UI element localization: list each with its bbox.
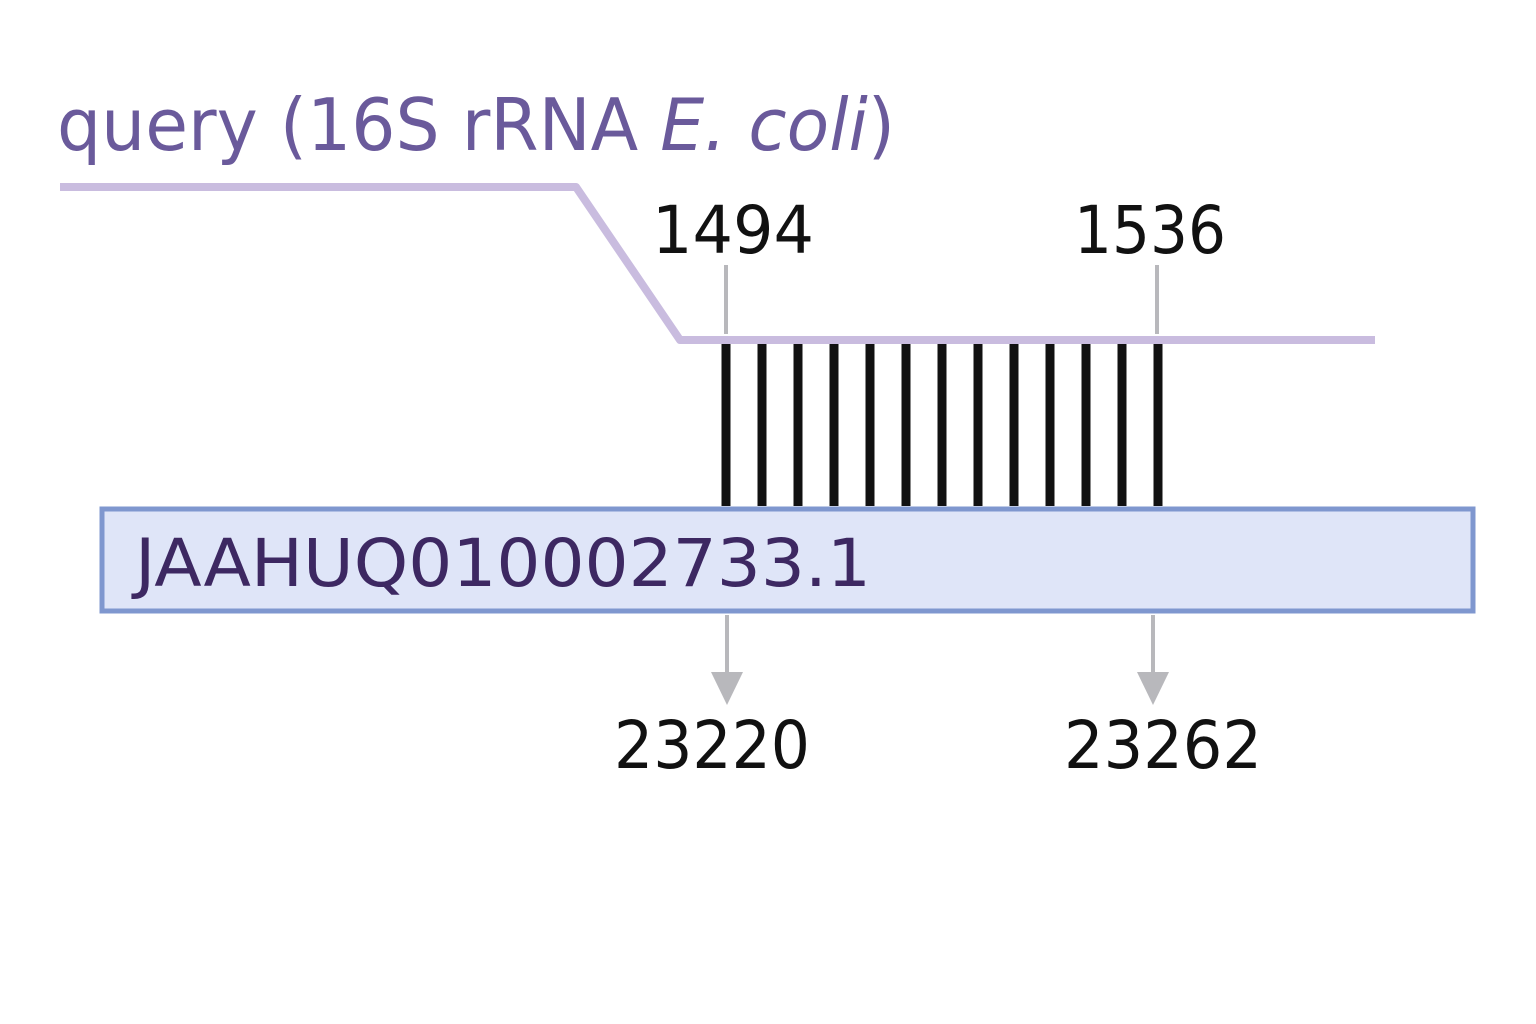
- query-label-suffix: ): [868, 83, 895, 167]
- query-sequence-line: [60, 183, 1375, 344]
- subject-end-arrow-icon: [1137, 672, 1169, 705]
- subject-accession: JAAHUQ010002733.1: [131, 525, 871, 602]
- query-label-species: E. coli: [660, 83, 868, 167]
- subject-box: [99, 506, 1476, 614]
- subject-start-label: 23220: [614, 707, 810, 784]
- subject-end-label: 23262: [1064, 707, 1262, 784]
- match-lines: [721, 344, 1163, 506]
- query-end-label: 1536: [1074, 192, 1226, 269]
- query-label: query (16S rRNA E. coli): [57, 83, 895, 167]
- query-start-label: 1494: [652, 192, 814, 269]
- query-label-prefix: query (16S rRNA: [57, 83, 660, 167]
- subject-start-arrow-icon: [711, 672, 743, 705]
